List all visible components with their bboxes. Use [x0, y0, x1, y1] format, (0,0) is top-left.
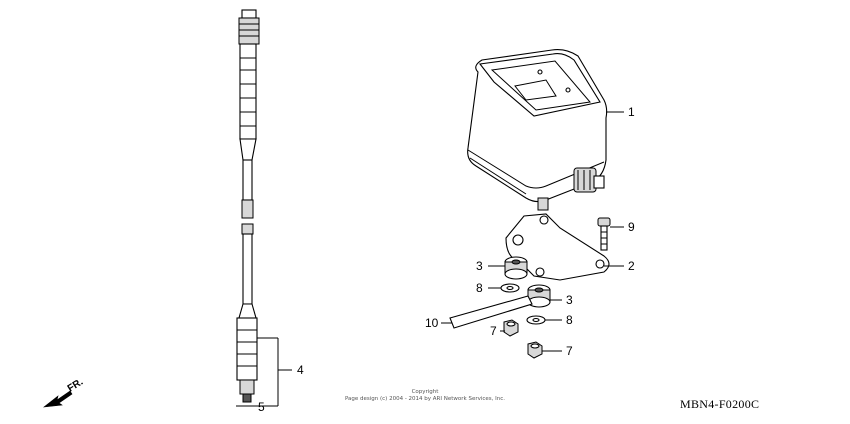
- leader-lines: [236, 111, 624, 407]
- callout-1: 1: [628, 105, 635, 119]
- callout-7: 7: [490, 324, 497, 338]
- callout-8: 8: [566, 313, 573, 327]
- washer: [500, 283, 520, 293]
- mounting-bracket: [505, 213, 610, 281]
- callout-5: 5: [258, 400, 265, 414]
- speedometer-cable: [236, 9, 260, 403]
- copyright-line-2: Page design (c) 2004 - 2014 by ARI Netwo…: [345, 396, 505, 402]
- callout-7: 7: [566, 344, 573, 358]
- meter-housing: [467, 49, 608, 211]
- bolt: [597, 217, 611, 251]
- strap: [449, 295, 533, 329]
- callout-3: 3: [566, 293, 573, 307]
- copyright-line-1: Copyright: [412, 389, 440, 395]
- nut: [503, 319, 519, 337]
- callout-2: 2: [628, 259, 635, 273]
- callout-8: 8: [476, 281, 483, 295]
- callout-4: 4: [297, 363, 304, 377]
- diagram-code: MBN4-F0200C: [680, 397, 759, 411]
- nut: [527, 341, 543, 359]
- callout-10: 10: [425, 316, 439, 330]
- callout-9: 9: [628, 220, 635, 234]
- callout-3: 3: [476, 259, 483, 273]
- rubber-grommet: [504, 256, 528, 280]
- front-direction-arrow-icon: [42, 390, 73, 408]
- washer: [526, 315, 546, 325]
- rubber-grommet: [527, 284, 551, 308]
